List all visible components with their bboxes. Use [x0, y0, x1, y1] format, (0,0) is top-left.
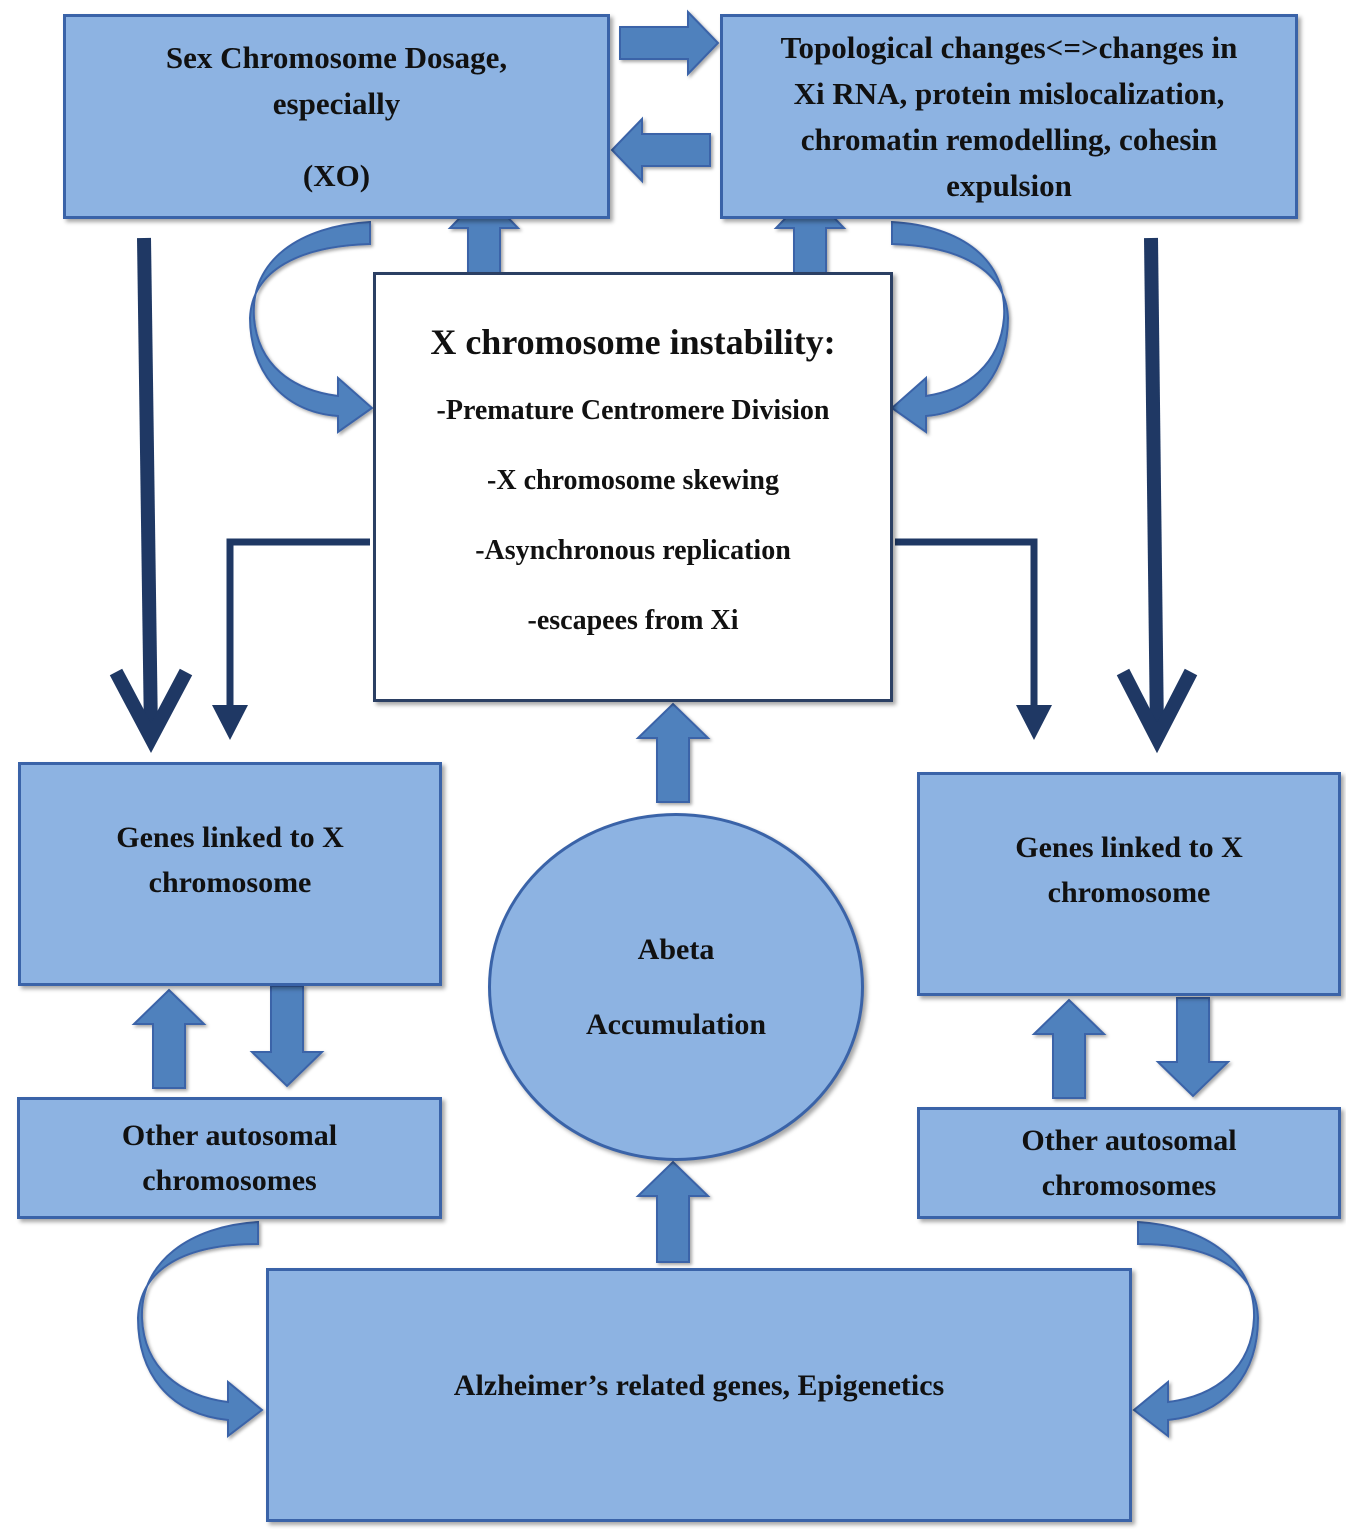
topological-line-4: expulsion [946, 167, 1072, 203]
arrow-topological-to-dosage [610, 116, 711, 184]
dosage-line-3: (XO) [302, 157, 371, 193]
dosage-line-2: especially [272, 85, 401, 121]
box-other-autosomal-right: Other autosomal chromosomes [917, 1107, 1341, 1219]
instability-item: -Asynchronous replication [475, 535, 791, 566]
curved-arrow-autosomal-right-to-alzheimers [1132, 1220, 1260, 1439]
abeta-line-1: Abeta [637, 933, 715, 966]
arrow-genes-left-to-autosomal-left [249, 985, 325, 1088]
genes-right-line-1: Genes linked to X [1015, 831, 1243, 864]
curved-arrow-topological-to-instability [890, 220, 1010, 434]
elbow-arrow-instability-to-genes-right [895, 538, 1038, 730]
box-x-chromosome-instability: X chromosome instability: -Premature Cen… [373, 272, 893, 702]
circle-abeta-accumulation: Abeta Accumulation [488, 813, 864, 1161]
box-other-autosomal-left: Other autosomal chromosomes [17, 1097, 442, 1219]
arrow-genes-right-to-autosomal-right [1155, 997, 1231, 1098]
arrow-dosage-to-topological [619, 9, 720, 77]
arrow-alzheimers-to-abeta [635, 1160, 711, 1263]
box-alzheimers-genes-epigenetics: Alzheimer’s related genes, Epigenetics [266, 1268, 1132, 1522]
autosomal-right-line-2: chromosomes [1041, 1169, 1217, 1202]
arrow-abeta-to-instability [635, 702, 711, 803]
dosage-line-1: Sex Chromosome Dosage, [165, 39, 508, 75]
dark-arrow-dosage-to-genes-head [109, 668, 193, 753]
arrow-autosomal-left-to-genes-left [131, 988, 207, 1089]
abeta-line-2: Accumulation [586, 1008, 766, 1041]
arrow-autosomal-right-to-genes-right [1031, 998, 1107, 1099]
box-topological-changes: Topological changes<=>changes in Xi RNA,… [720, 14, 1298, 219]
box-sex-chromosome-dosage: Sex Chromosome Dosage, especially (XO) [63, 14, 610, 219]
elbow-arrow-left-head [212, 705, 248, 740]
genes-left-line-1: Genes linked to X [116, 821, 344, 854]
autosomal-left-line-1: Other autosomal [121, 1119, 338, 1152]
alzheimers-label: Alzheimer’s related genes, Epigenetics [453, 1369, 945, 1402]
topological-line-2: Xi RNA, protein mislocalization, [793, 75, 1225, 111]
instability-item: -escapees from Xi [527, 605, 739, 636]
autosomal-left-line-2: chromosomes [142, 1164, 317, 1197]
elbow-arrow-instability-to-genes-left [226, 538, 370, 730]
dark-arrow-topological-to-genes-head [1116, 668, 1198, 754]
curved-arrow-autosomal-left-to-alzheimers [136, 1220, 264, 1439]
autosomal-right-line-1: Other autosomal [1021, 1124, 1237, 1157]
genes-left-line-2: chromosome [148, 866, 312, 899]
elbow-arrow-right-head [1016, 705, 1052, 740]
topological-line-3: chromatin remodelling, cohesin [800, 121, 1218, 157]
curved-arrow-dosage-to-instability [248, 220, 374, 434]
dark-arrow-topological-to-genes-shaft [1144, 237, 1164, 736]
topological-line-1: Topological changes<=>changes in [780, 29, 1238, 65]
box-genes-linked-x-right: Genes linked to X chromosome [917, 772, 1341, 996]
instability-heading: X chromosome instability: [430, 322, 836, 362]
instability-item: -X chromosome skewing [487, 465, 779, 496]
dark-arrow-dosage-to-genes-shaft [137, 237, 158, 736]
instability-item: -Premature Centromere Division [436, 395, 830, 426]
box-genes-linked-x-left: Genes linked to X chromosome [18, 762, 442, 986]
genes-right-line-2: chromosome [1047, 876, 1211, 909]
